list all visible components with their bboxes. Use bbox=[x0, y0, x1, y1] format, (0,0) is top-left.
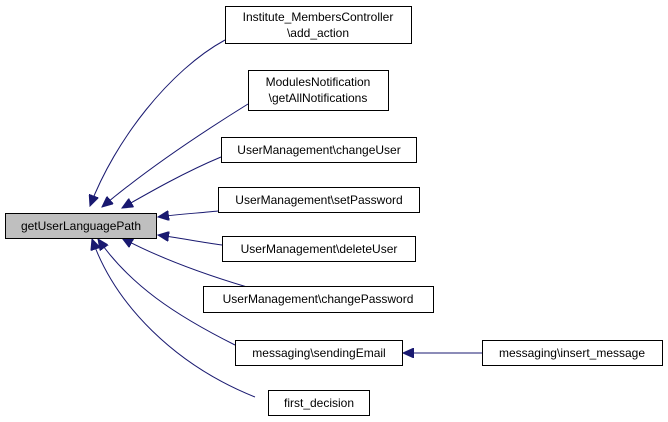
edge-delete-user-to-root bbox=[158, 235, 223, 246]
node-label: messaging\insert_message bbox=[499, 346, 645, 360]
edge-first-decision-to-root bbox=[92, 239, 256, 398]
node-box bbox=[218, 187, 420, 213]
node-box bbox=[221, 137, 417, 163]
node-label: getUserLanguagePath bbox=[21, 219, 141, 233]
node-user-management-change-user[interactable]: UserManagement\changeUser bbox=[221, 137, 417, 163]
edges bbox=[90, 39, 482, 398]
node-label: UserManagement\changePassword bbox=[223, 292, 414, 306]
node-label: UserManagement\changeUser bbox=[237, 143, 400, 157]
node-box bbox=[5, 213, 157, 239]
edge-get-all-notifications-to-root bbox=[102, 103, 249, 207]
node-box bbox=[235, 340, 403, 366]
node-label-line-1: Institute_MembersController bbox=[243, 10, 394, 24]
edge-set-password-to-root bbox=[158, 210, 219, 217]
node-first-decision[interactable]: first_decision bbox=[268, 390, 370, 416]
edge-change-password-to-root bbox=[122, 238, 248, 288]
node-box bbox=[248, 70, 389, 111]
node-box bbox=[203, 286, 434, 313]
edge-add-action-to-root bbox=[90, 39, 226, 206]
node-messaging-sending-email[interactable]: messaging\sendingEmail bbox=[235, 340, 403, 366]
node-label-line-2: \add_action bbox=[287, 26, 349, 40]
node-label: messaging\sendingEmail bbox=[252, 346, 385, 360]
node-label-line-1: ModulesNotification bbox=[266, 75, 371, 89]
node-label-line-2: \getAllNotifications bbox=[269, 91, 368, 105]
node-box bbox=[268, 390, 370, 416]
node-box bbox=[482, 340, 663, 366]
node-institute-members-controller-add-action[interactable]: Institute_MembersController \add_action bbox=[225, 6, 412, 44]
node-get-user-language-path[interactable]: getUserLanguagePath bbox=[5, 213, 157, 239]
node-box bbox=[225, 6, 412, 44]
node-label: first_decision bbox=[284, 396, 354, 410]
node-user-management-change-password[interactable]: UserManagement\changePassword bbox=[203, 286, 434, 313]
node-modules-notification-get-all-notifications[interactable]: ModulesNotification \getAllNotifications bbox=[248, 70, 389, 111]
node-label: UserManagement\setPassword bbox=[235, 193, 402, 207]
node-user-management-delete-user[interactable]: UserManagement\deleteUser bbox=[222, 236, 416, 262]
edge-sending-email-to-root bbox=[98, 239, 236, 346]
node-label: UserManagement\deleteUser bbox=[241, 242, 398, 256]
node-messaging-insert-message[interactable]: messaging\insert_message bbox=[482, 340, 663, 366]
edge-change-user-to-root bbox=[122, 156, 222, 208]
node-box bbox=[222, 236, 416, 262]
node-user-management-set-password[interactable]: UserManagement\setPassword bbox=[218, 187, 420, 213]
